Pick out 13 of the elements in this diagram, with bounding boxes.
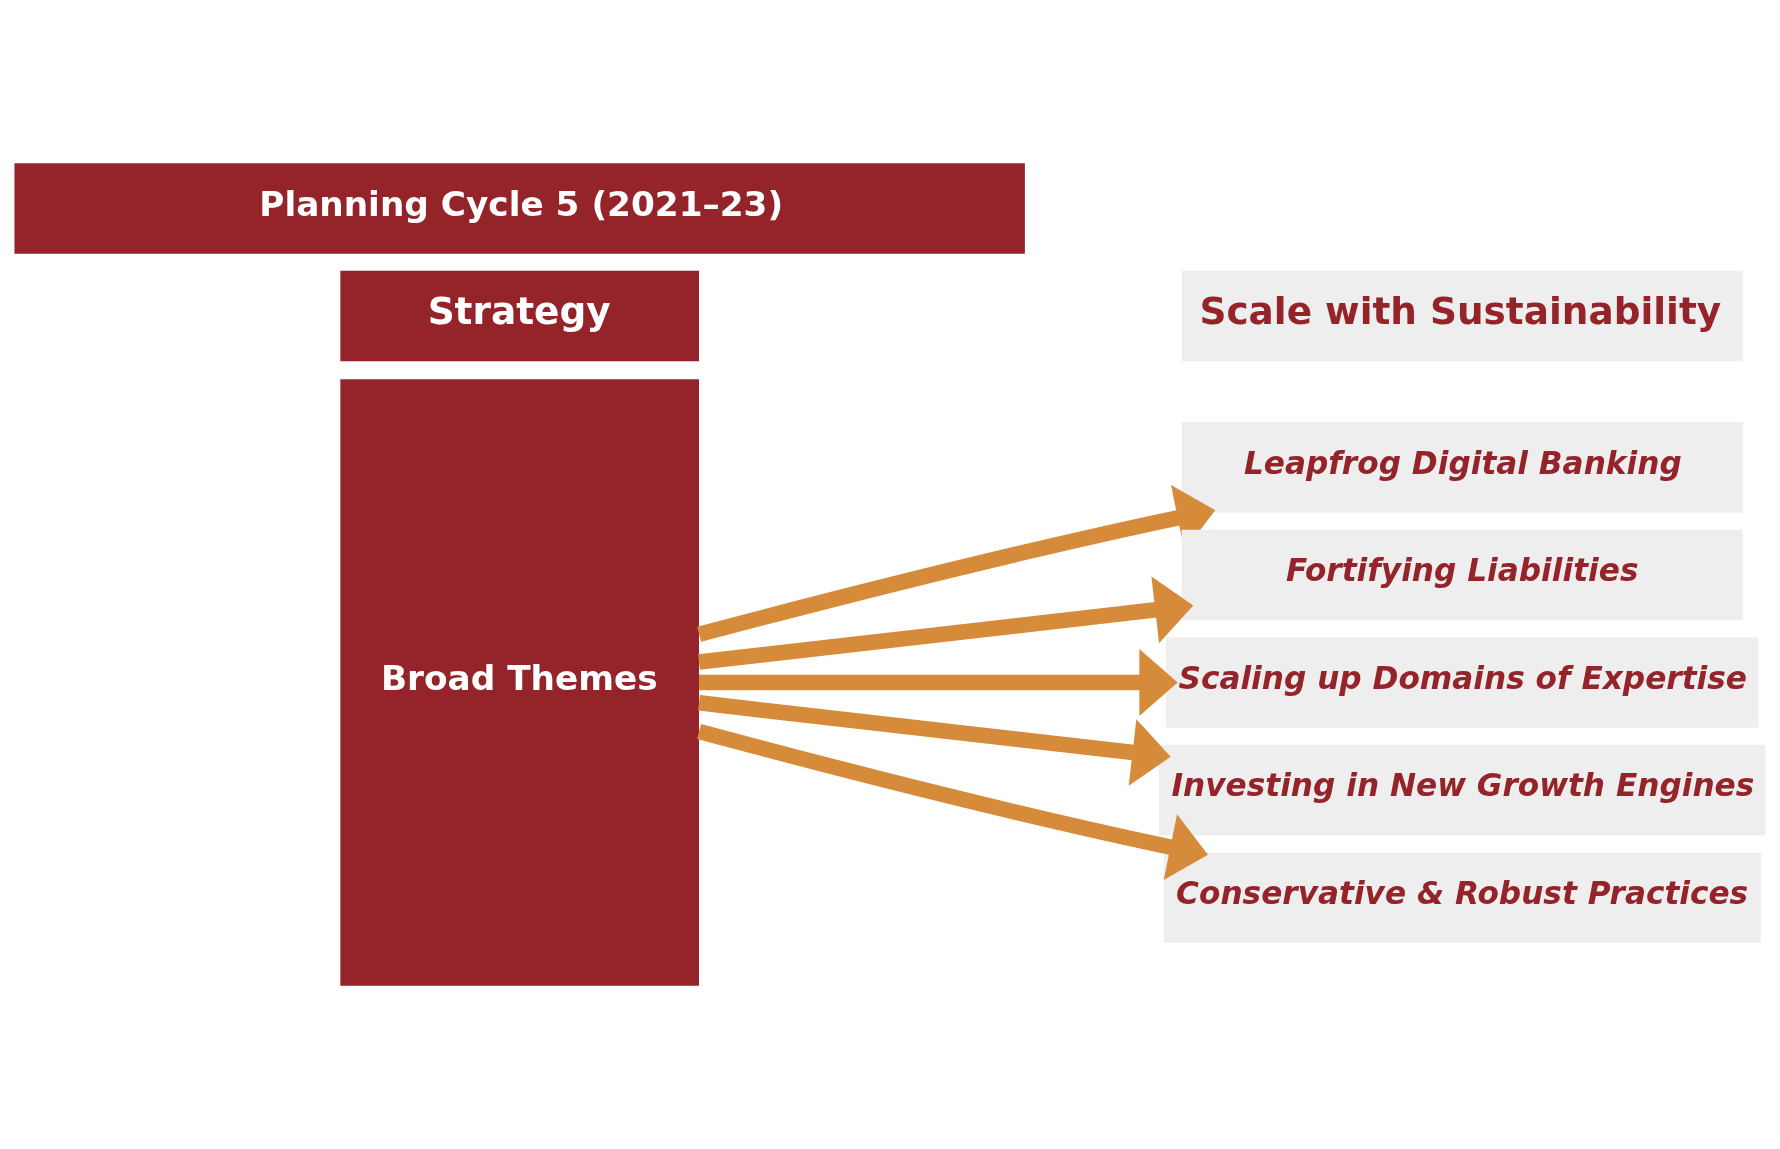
node-box: Investing in New Growth Engines (1159, 744, 1766, 836)
arrow (698, 695, 1171, 786)
node-box: Strategy (340, 270, 699, 362)
node-box: Broad Themes (340, 379, 699, 986)
node-box: Leapfrog Digital Banking (1181, 422, 1743, 513)
node-box: Conservative & Robust Practices (1163, 852, 1761, 943)
node-box: Scaling up Domains of Expertise (1166, 637, 1759, 728)
arrow (697, 485, 1216, 642)
node-box: Fortifying Liabilities (1181, 529, 1743, 621)
arrow (698, 576, 1194, 670)
arrow (697, 724, 1208, 880)
arrow (699, 648, 1178, 717)
node-box: Planning Cycle 5 (2021–23) (14, 163, 1025, 254)
